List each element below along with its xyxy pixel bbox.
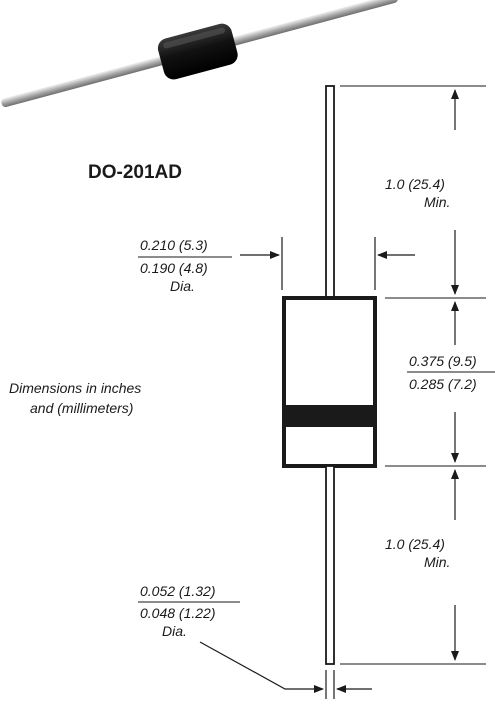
- bottom-lead-length-qualifier: Min.: [424, 554, 450, 570]
- units-note-line1: Dimensions in inches: [9, 380, 141, 396]
- body-diameter-dimension: [240, 237, 415, 290]
- package-title: DO-201AD: [88, 162, 182, 183]
- lead-diameter-max: 0.052 (1.32): [140, 583, 216, 599]
- diode-photo-icon: [1, 0, 398, 108]
- bottom-lead-length-value: 1.0 (25.4): [385, 536, 445, 552]
- body-diameter-qualifier: Dia.: [170, 278, 195, 294]
- units-note-line2: and (millimeters): [30, 400, 133, 416]
- bottom-lead: [325, 465, 335, 665]
- lead-diameter-dimension: [199, 641, 372, 699]
- extension-lines: [340, 85, 486, 665]
- top-lead: [325, 85, 335, 299]
- body-length-max: 0.375 (9.5): [409, 353, 477, 369]
- lead-diameter-min: 0.048 (1.22): [140, 605, 216, 621]
- cathode-band: [286, 405, 373, 427]
- top-lead-length-value: 1.0 (25.4): [385, 176, 445, 192]
- body-length-min: 0.285 (7.2): [409, 376, 477, 392]
- body-diameter-max: 0.210 (5.3): [140, 237, 208, 253]
- body-diameter-min: 0.190 (4.8): [140, 260, 208, 276]
- diode-body: [282, 296, 377, 468]
- lead-diameter-qualifier: Dia.: [162, 623, 187, 639]
- top-lead-length-qualifier: Min.: [424, 194, 450, 210]
